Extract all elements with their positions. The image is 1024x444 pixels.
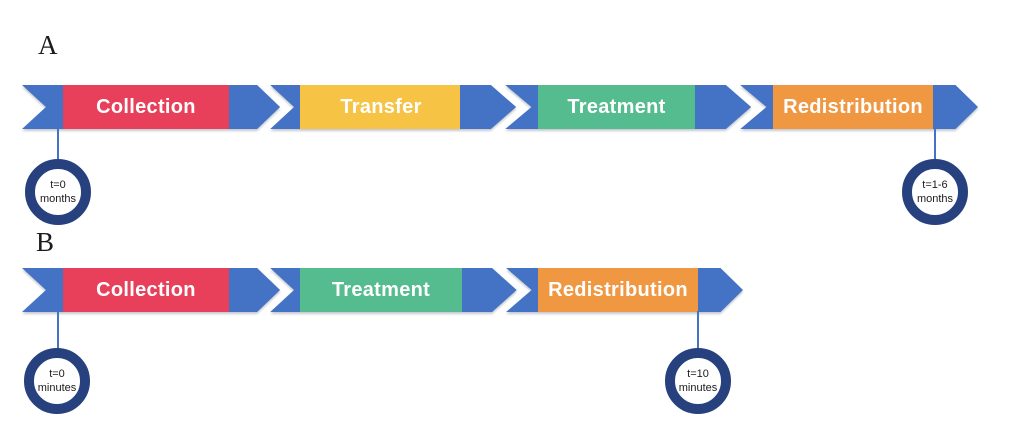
time-marker-b-start-unit: minutes — [37, 382, 77, 394]
panel-b-label: B — [36, 227, 55, 257]
stage-block-collection-b: Collection — [63, 268, 229, 312]
stage-label-redistribution-b: Redistribution — [548, 278, 688, 301]
time-marker-b-end: t=10 minutes — [665, 348, 731, 414]
time-marker-a-end-value: t=1-6 — [922, 178, 948, 191]
time-marker-a-end-unit: months — [916, 193, 954, 205]
stage-label-collection-b: Collection — [96, 278, 196, 301]
time-marker-a-end: t=1-6 months — [902, 159, 968, 225]
marker-stem-a-start — [57, 128, 59, 161]
time-marker-b-start-value: t=0 — [49, 367, 65, 380]
marker-stem-b-start — [57, 311, 59, 350]
chevron-connector — [462, 268, 538, 312]
stage-block-treatment-b: Treatment — [300, 268, 462, 312]
marker-stem-b-end — [697, 311, 699, 350]
time-marker-b-start: t=0 minutes — [24, 348, 90, 414]
timeline-a-start-chevron-icon — [22, 85, 64, 129]
time-marker-a-start: t=0 months — [25, 159, 91, 225]
panel-a-label: A — [38, 30, 58, 60]
chevron-connector — [460, 85, 538, 129]
marker-stem-a-end — [934, 128, 936, 161]
timeline-a: Collection Transfer Treatment Redistribu… — [22, 85, 978, 129]
time-marker-a-start-value: t=0 — [50, 178, 66, 191]
time-marker-a-start-unit: months — [39, 193, 77, 205]
stage-label-collection-a: Collection — [96, 95, 196, 118]
chevron-arrow-icon — [695, 85, 752, 129]
stage-label-transfer-a: Transfer — [340, 95, 422, 118]
stage-label-treatment-a: Treatment — [567, 95, 666, 118]
stage-label-treatment-b: Treatment — [331, 278, 431, 301]
stage-block-collection-a: Collection — [63, 85, 229, 129]
chevron-connector — [229, 85, 300, 129]
time-marker-b-end-value: t=10 — [687, 367, 709, 380]
timeline-a-end-arrowhead-icon — [933, 85, 978, 129]
stage-block-transfer-a: Transfer — [300, 85, 462, 129]
chevron-arrow-icon — [229, 268, 281, 312]
chevron-connector — [229, 268, 300, 312]
stage-block-redistribution-b: Redistribution — [538, 268, 698, 312]
chevron-connector — [695, 85, 773, 129]
timeline-b-start-chevron-icon — [22, 268, 64, 312]
chevron-arrow-icon — [229, 85, 281, 129]
timeline-b-end-arrowhead-icon — [698, 268, 743, 312]
time-marker-b-end-unit: minutes — [678, 382, 718, 394]
stage-label-redistribution-a: Redistribution — [783, 95, 923, 118]
stage-block-treatment-a: Treatment — [538, 85, 695, 129]
chevron-arrow-icon — [460, 85, 517, 129]
timeline-b: Collection Treatment Redistribution — [22, 268, 743, 312]
chevron-arrow-icon — [462, 268, 517, 312]
stage-block-redistribution-a: Redistribution — [773, 85, 933, 129]
